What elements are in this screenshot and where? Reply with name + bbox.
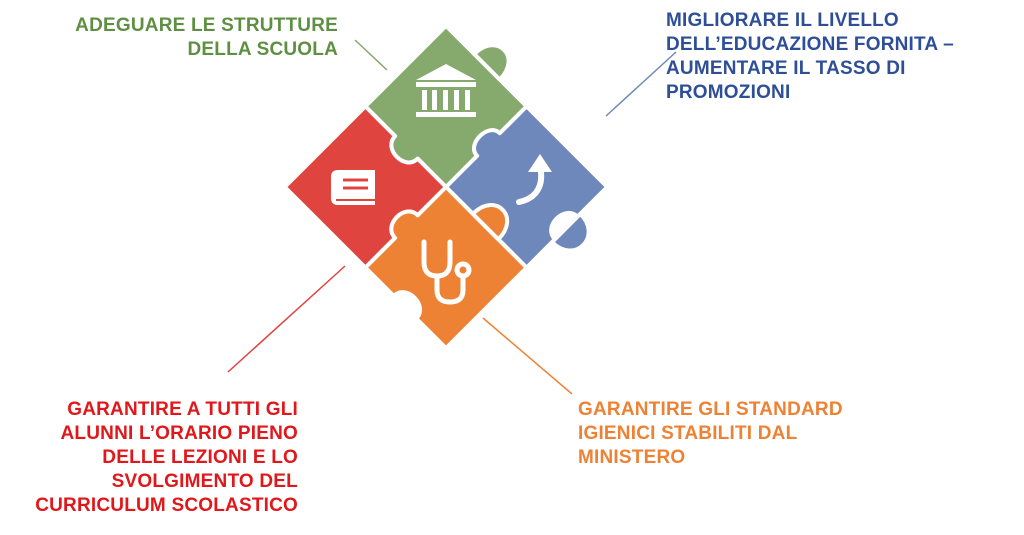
label-line: AUMENTARE IL TASSO DI	[666, 58, 906, 79]
puzzle-knob-orange	[470, 203, 510, 242]
label-line: DELL’EDUCAZIONE FORNITA –	[666, 34, 954, 55]
label-line: ALUNNI L’ORARIO PIENO	[60, 423, 298, 444]
label-line: MIGLIORARE IL LIVELLO	[666, 10, 899, 31]
label-line: ADEGUARE LE STRUTTURE	[75, 15, 338, 36]
puzzle-knob-green	[472, 43, 511, 82]
label-line: DELLA SCUOLA	[187, 39, 338, 60]
label-line: PROMOZIONI	[666, 82, 791, 103]
connector-line-blue	[605, 51, 677, 117]
label-adeguare-strutture: ADEGUARE LE STRUTTURE DELLA SCUOLA	[40, 14, 338, 62]
label-line: GARANTIRE A TUTTI GLI	[67, 399, 298, 420]
connector-line-red	[227, 265, 346, 373]
connector-line-orange	[482, 317, 573, 395]
bank-building-icon	[416, 64, 476, 117]
label-garantire-orario: GARANTIRE A TUTTI GLI ALUNNI L’ORARIO PI…	[20, 398, 298, 518]
label-migliorare-livello: MIGLIORARE IL LIVELLO DELL’EDUCAZIONE FO…	[666, 9, 1016, 105]
arrow-up-icon	[516, 154, 552, 205]
label-line: DELLE LEZIONI E LO	[102, 447, 298, 468]
stethoscope-icon	[421, 239, 472, 305]
book-icon	[331, 170, 375, 205]
label-line: GARANTIRE GLI STANDARD	[578, 399, 843, 420]
puzzle-piece-blue	[444, 104, 610, 270]
label-line: IGIENICI STABILITI DAL	[578, 423, 798, 444]
puzzle-knob-blue	[550, 211, 591, 253]
label-line: SVOLGIMENTO DEL	[111, 471, 298, 492]
label-garantire-standard: GARANTIRE GLI STANDARD IGIENICI STABILIT…	[578, 398, 908, 470]
label-line: MINISTERO	[578, 447, 686, 468]
label-line: CURRICULUM SCOLASTICO	[35, 495, 298, 516]
connector-line-green	[354, 39, 388, 71]
